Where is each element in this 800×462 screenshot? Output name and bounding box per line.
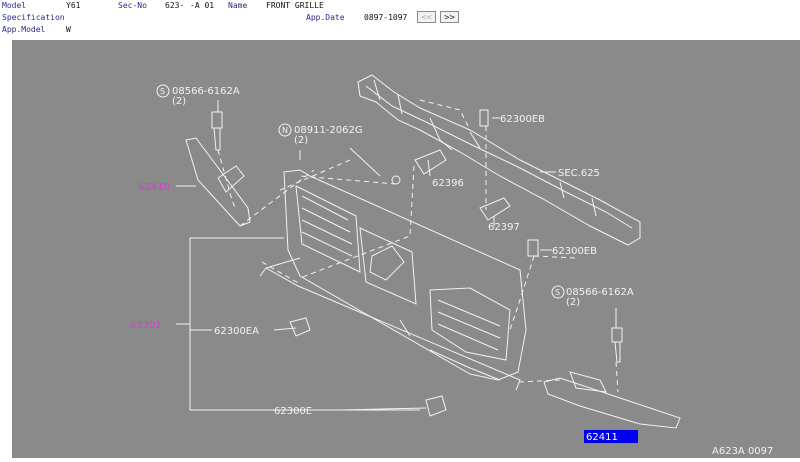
- s-marker-letter: S: [160, 87, 165, 96]
- s-marker-letter-2: S: [555, 288, 560, 297]
- diagram-panel: S N S 08566-6162A (2) 08911-2062G (2) 62…: [12, 40, 800, 458]
- solid-leaders: [176, 100, 617, 411]
- callout-nut-qty: (2): [294, 135, 308, 146]
- spec-label: Specification: [2, 13, 65, 22]
- molding-right-drawing: [543, 371, 681, 429]
- callout-clip-right[interactable]: 62300EB: [552, 246, 597, 257]
- s-marker-icon-2: [551, 285, 565, 299]
- callout-clip-ea[interactable]: 62300EA: [214, 326, 259, 337]
- next-page-button[interactable]: >>: [440, 11, 459, 23]
- core-support-drawing: [357, 74, 641, 246]
- s-marker-icon: [156, 84, 170, 98]
- parts-diagram: S N S 08566-6162A (2) 08911-2062G (2) 62…: [130, 74, 773, 457]
- callout-screw-right-qty: (2): [566, 297, 580, 308]
- appdate-label: App.Date: [306, 13, 345, 22]
- fastener-drawings: [211, 109, 623, 417]
- appdate-value: 0897-1097: [364, 13, 408, 22]
- callout-clip-top[interactable]: 62300EB: [500, 114, 545, 125]
- callout-molding-62411-selected[interactable]: 62411: [586, 432, 618, 443]
- prev-page-button[interactable]: <<: [417, 11, 436, 23]
- callout-clip-e[interactable]: 62300E: [274, 406, 312, 417]
- selected-part-highlight: [584, 430, 638, 443]
- callout-nut[interactable]: 08911-2062G: [294, 125, 363, 136]
- n-marker-icon: [278, 123, 292, 137]
- callout-screw-top-left-qty: (2): [172, 96, 186, 107]
- name-label: Name: [228, 1, 248, 10]
- appmodel-label: App.Model: [2, 25, 46, 34]
- callout-sec[interactable]: SEC.625: [558, 168, 600, 179]
- front-grille-drawing: [259, 169, 527, 391]
- callout-bracket-62397[interactable]: 62397: [488, 222, 520, 233]
- diagram-area: S N S 08566-6162A (2) 08911-2062G (2) 62…: [0, 36, 800, 458]
- molding-left-drawing: [185, 137, 251, 227]
- appmodel-value: W: [66, 25, 71, 34]
- callout-bracket-62396[interactable]: 62396: [432, 178, 464, 189]
- callout-grille-62301[interactable]: 62301: [130, 320, 162, 331]
- figure-code: A623A 0097: [712, 446, 773, 457]
- callout-molding-62410[interactable]: 62410: [138, 182, 170, 193]
- dashed-guides: [217, 99, 619, 393]
- callout-screw-right[interactable]: 08566-6162A: [566, 287, 634, 298]
- header-bar: Model Y61 Sec-No 623- -A 01 Name FRONT G…: [0, 0, 800, 36]
- secno-label: Sec-No: [118, 1, 147, 10]
- model-value: Y61: [66, 1, 81, 10]
- n-marker-letter: N: [282, 126, 288, 135]
- secno-suffix: -A 01: [190, 1, 215, 10]
- callout-screw-top-left[interactable]: 08566-6162A: [172, 86, 240, 97]
- bracket-drawing: [414, 149, 511, 221]
- name-value: FRONT GRILLE: [266, 1, 324, 10]
- model-label: Model: [2, 1, 27, 10]
- secno-value: 623-: [165, 1, 185, 10]
